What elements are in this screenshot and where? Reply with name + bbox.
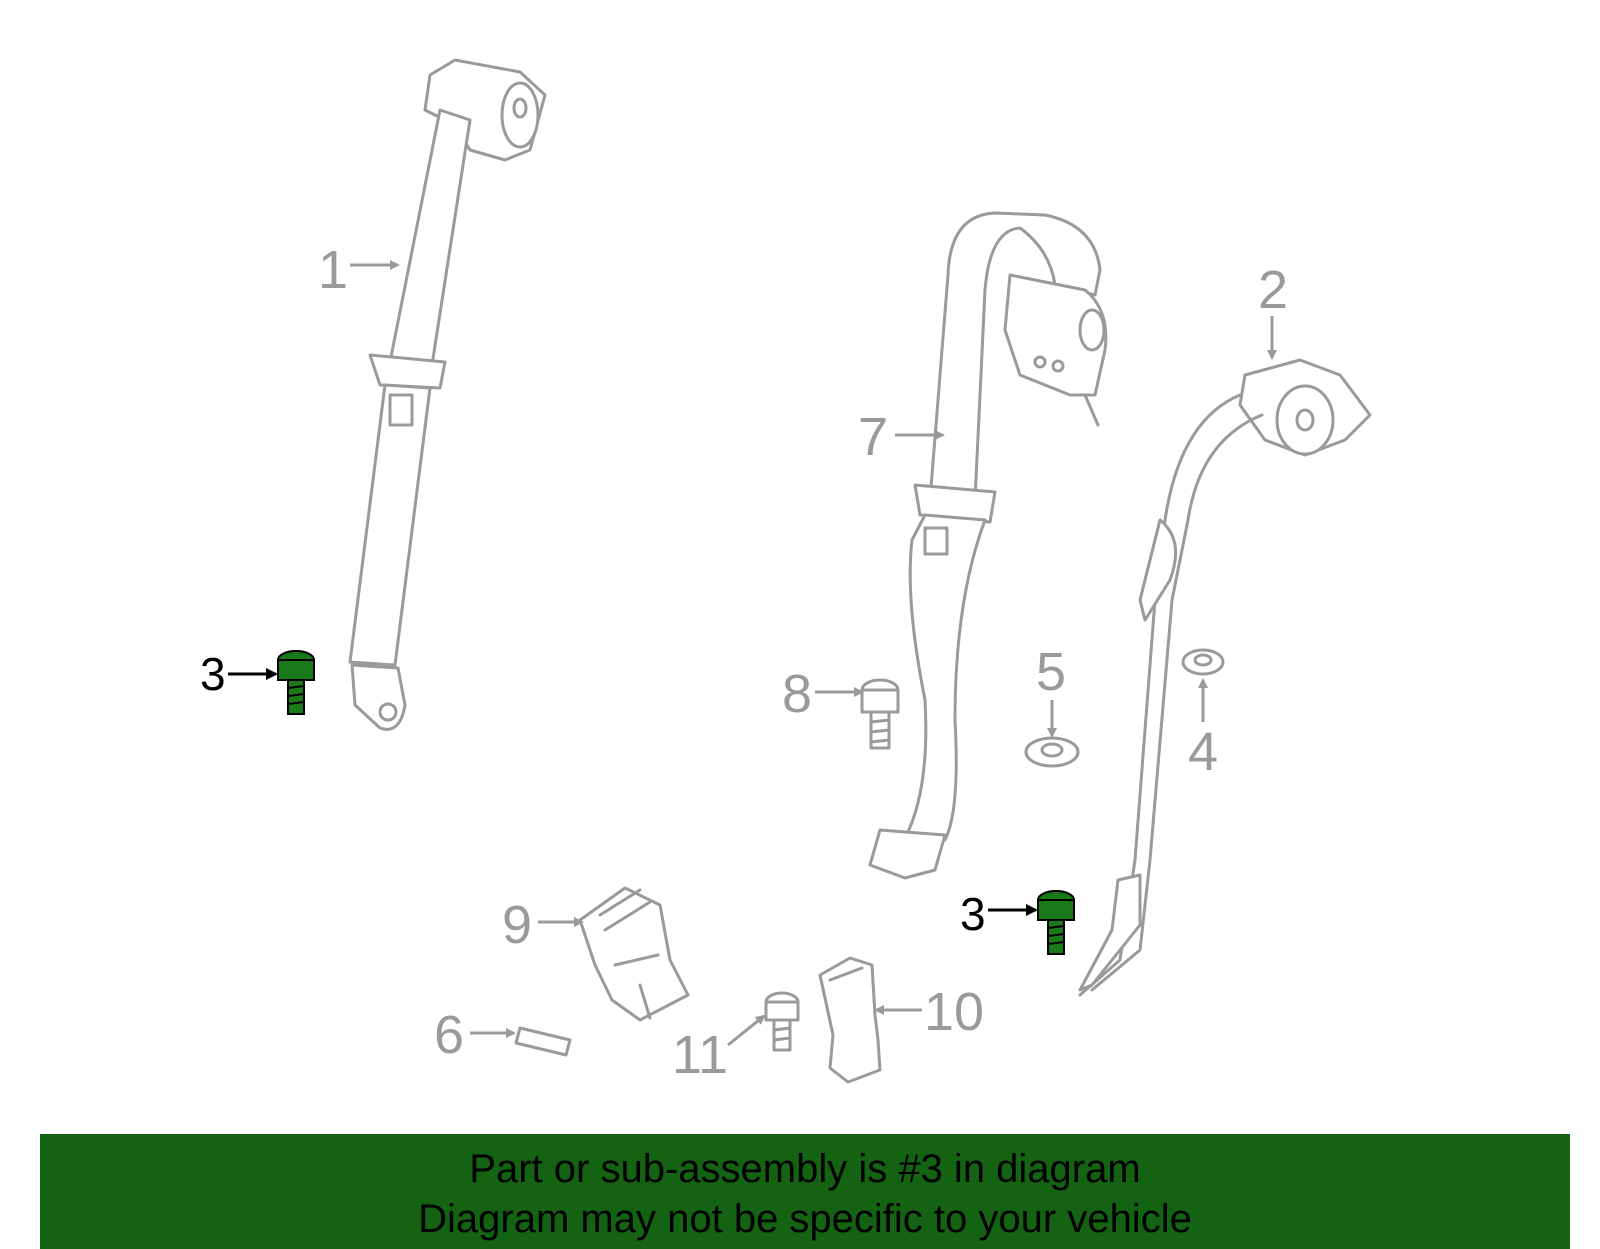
part-7-seat-belt	[868, 211, 1108, 880]
info-banner: Part or sub-assembly is #3 in diagram Di…	[40, 1134, 1570, 1249]
callout-9: 9	[502, 895, 532, 955]
part-8-bolt	[860, 678, 900, 750]
part-11-bolt	[764, 991, 800, 1052]
part-1-seat-belt	[348, 58, 547, 731]
callout-10: 10	[924, 982, 984, 1042]
part-3-bolt-right	[1037, 890, 1075, 955]
callout-7: 7	[858, 407, 888, 467]
callout-5: 5	[1036, 642, 1066, 702]
part-6-pin	[514, 1026, 572, 1057]
callout-4: 4	[1188, 722, 1218, 782]
banner-line-2: Diagram may not be specific to your vehi…	[418, 1197, 1192, 1241]
callout-1: 1	[318, 240, 348, 300]
callout-3-left: 3	[200, 648, 226, 700]
callout-3-right: 3	[960, 888, 986, 940]
callout-8: 8	[782, 664, 812, 724]
part-10-buckle	[818, 956, 882, 1084]
callout-2: 2	[1258, 260, 1288, 320]
part-9-buckle	[578, 886, 690, 1022]
part-2-seat-belt	[1078, 358, 1372, 997]
banner-line-1: Part or sub-assembly is #3 in diagram	[469, 1147, 1141, 1191]
part-4-washer	[1181, 648, 1225, 676]
part-5-washer	[1024, 736, 1080, 768]
callout-11: 11	[672, 1025, 728, 1085]
callout-6: 6	[434, 1005, 464, 1065]
part-3-bolt-left	[277, 650, 315, 715]
